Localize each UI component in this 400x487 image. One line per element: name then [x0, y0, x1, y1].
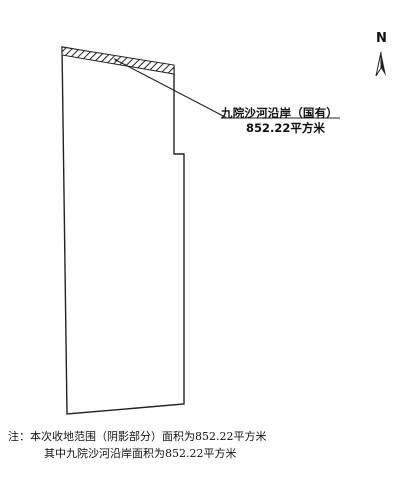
- parcel-boundary: [61, 46, 185, 415]
- callout-leader-line: [115, 59, 228, 119]
- callout-parcel-name: 九院沙河沿岸（国有）: [221, 106, 338, 120]
- note-line-1: 注：本次收地范围（阴影部分）面积为852.22平方米: [8, 430, 267, 443]
- north-label: N: [376, 31, 387, 46]
- note-line-2: 其中九院沙河沿岸面积为852.22平方米: [44, 447, 237, 460]
- callout-parcel-area: 852.22平方米: [246, 121, 325, 135]
- north-arrow-icon: [375, 51, 386, 77]
